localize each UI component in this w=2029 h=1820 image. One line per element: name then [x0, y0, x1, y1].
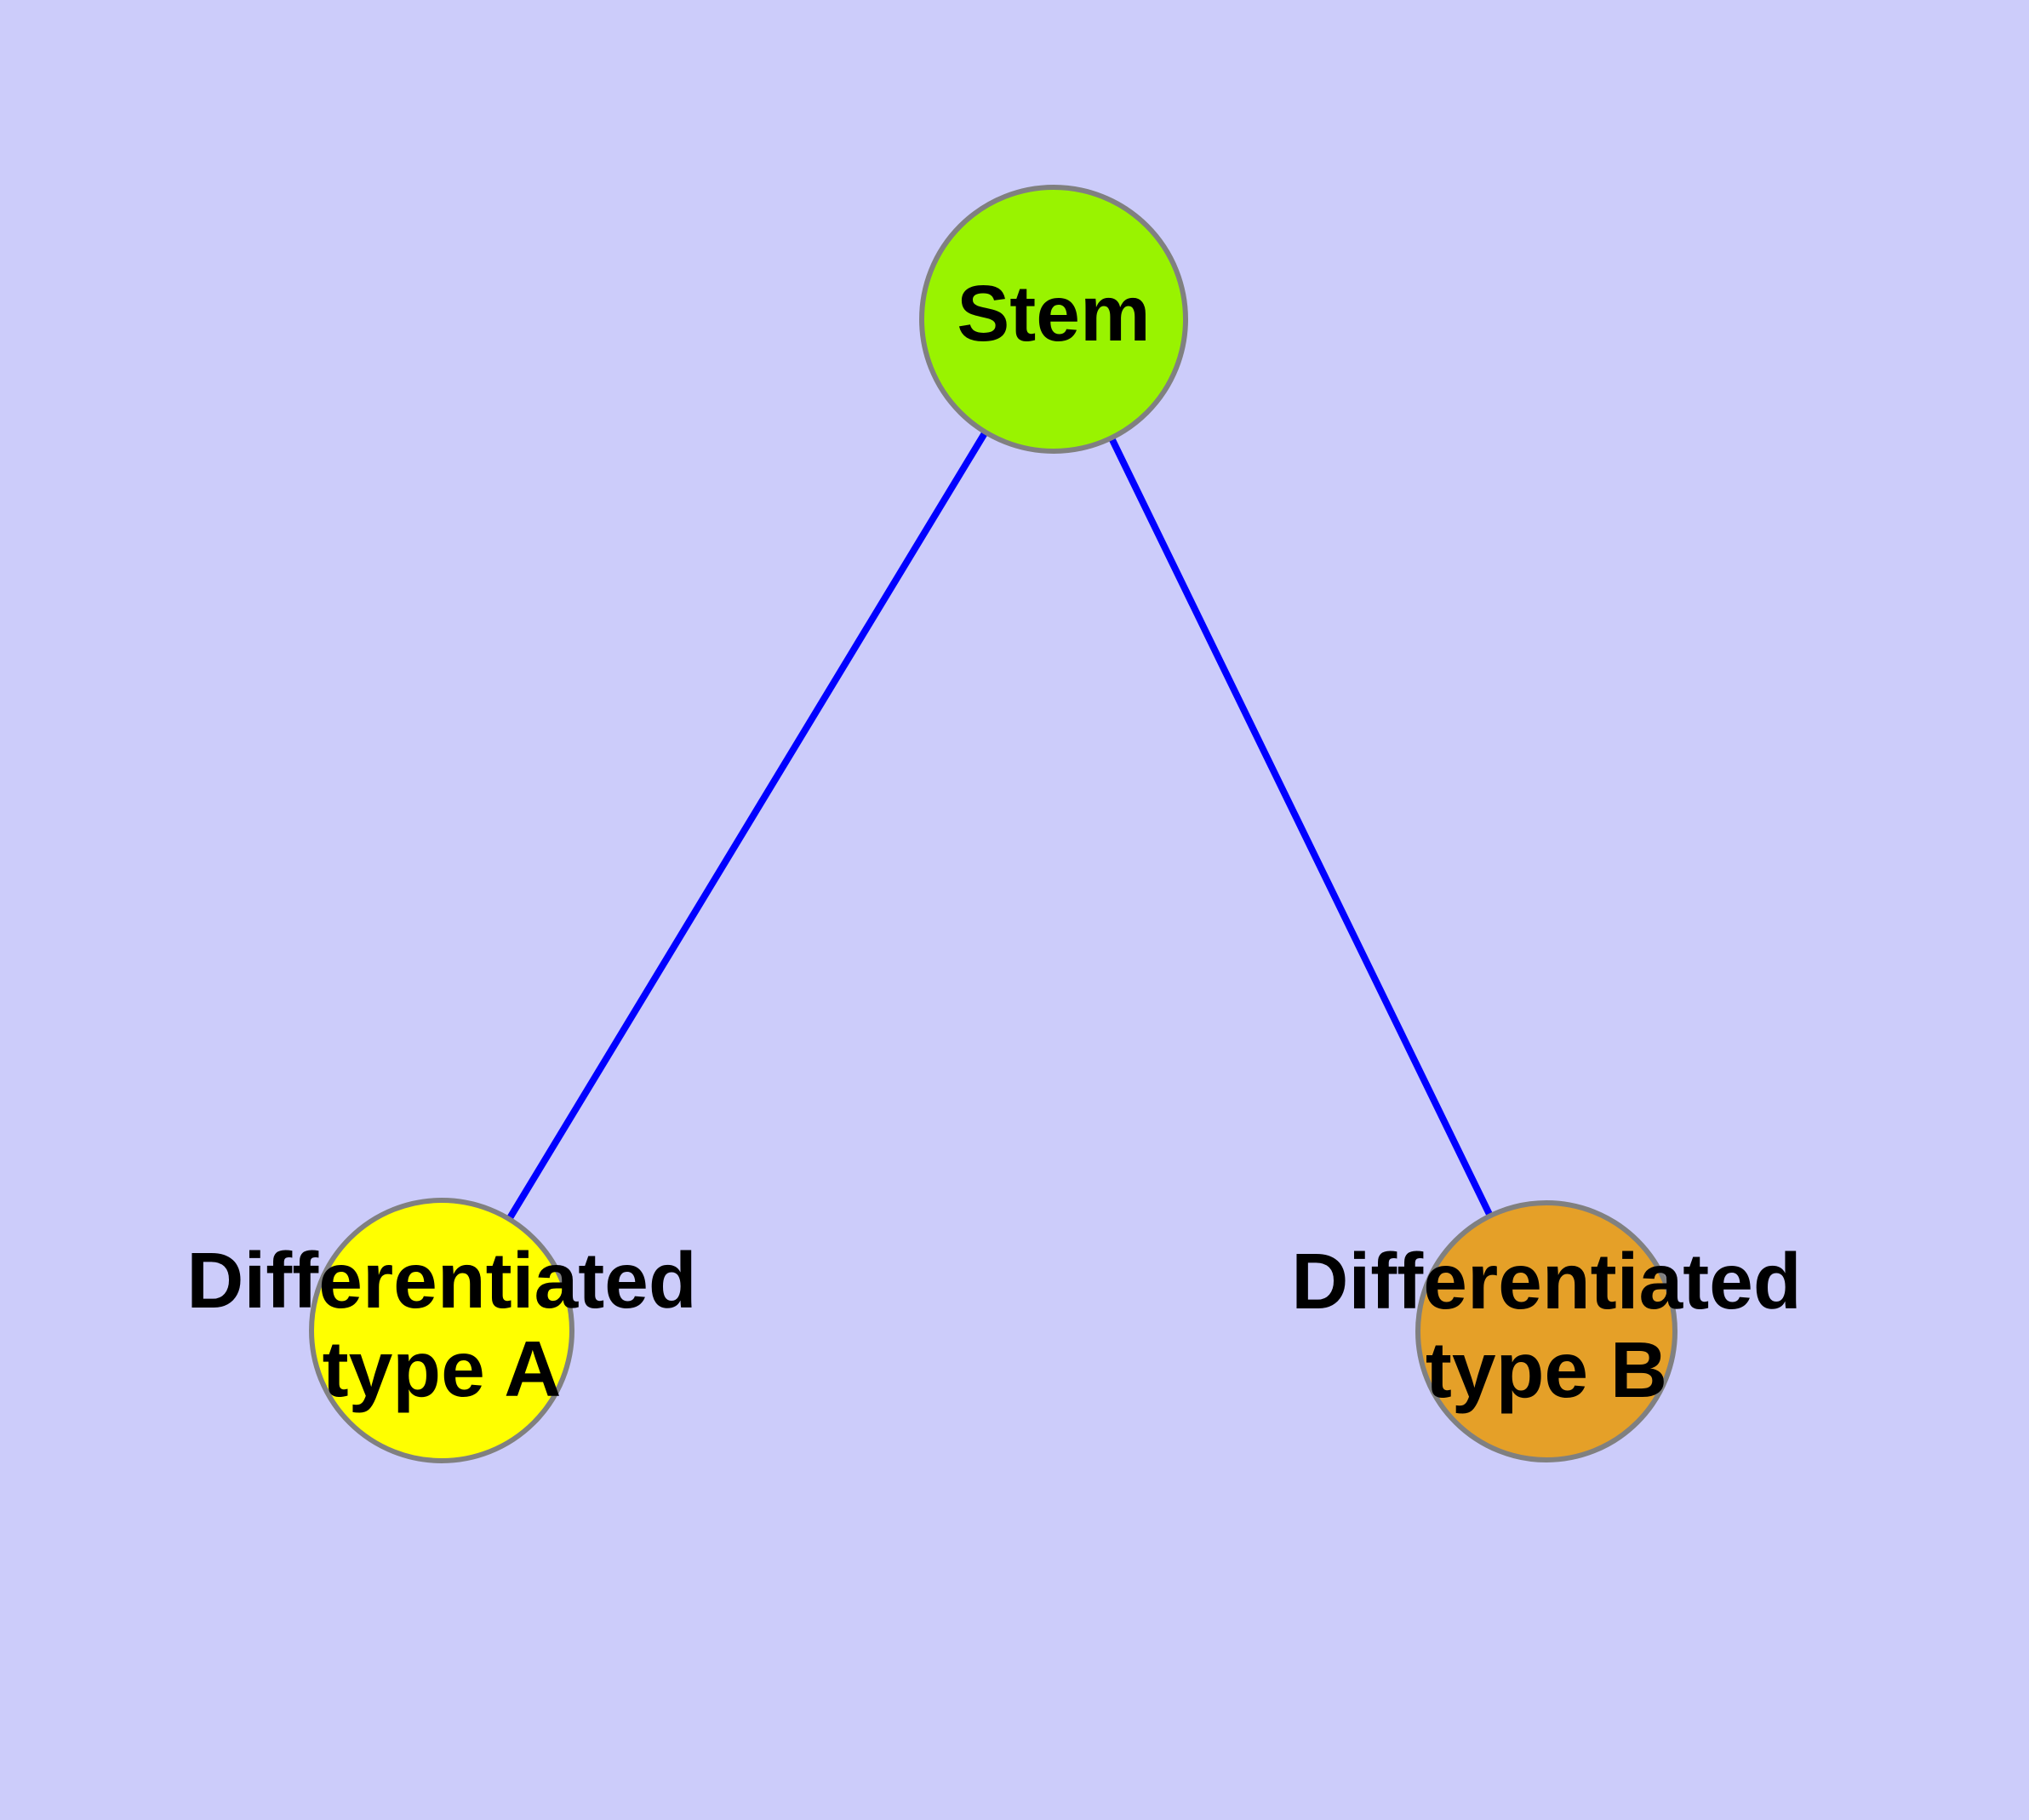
node-differentiated-type-b-circle[interactable]	[1415, 1200, 1677, 1462]
edge-layer	[438, 317, 1550, 1333]
node-stem[interactable]	[919, 185, 1188, 454]
node-stem-circle[interactable]	[919, 185, 1188, 454]
node-differentiated-type-b[interactable]	[1415, 1200, 1677, 1462]
node-stem-label: Stem	[957, 269, 1150, 358]
node-differentiated-type-a[interactable]	[309, 1198, 574, 1463]
edge-stem-to-differentiated-type-a[interactable]	[438, 317, 1057, 1333]
node-layer	[309, 185, 1677, 1463]
node-differentiated-type-a-circle[interactable]	[309, 1198, 574, 1463]
edge-stem-to-differentiated-type-b[interactable]	[1050, 318, 1550, 1333]
